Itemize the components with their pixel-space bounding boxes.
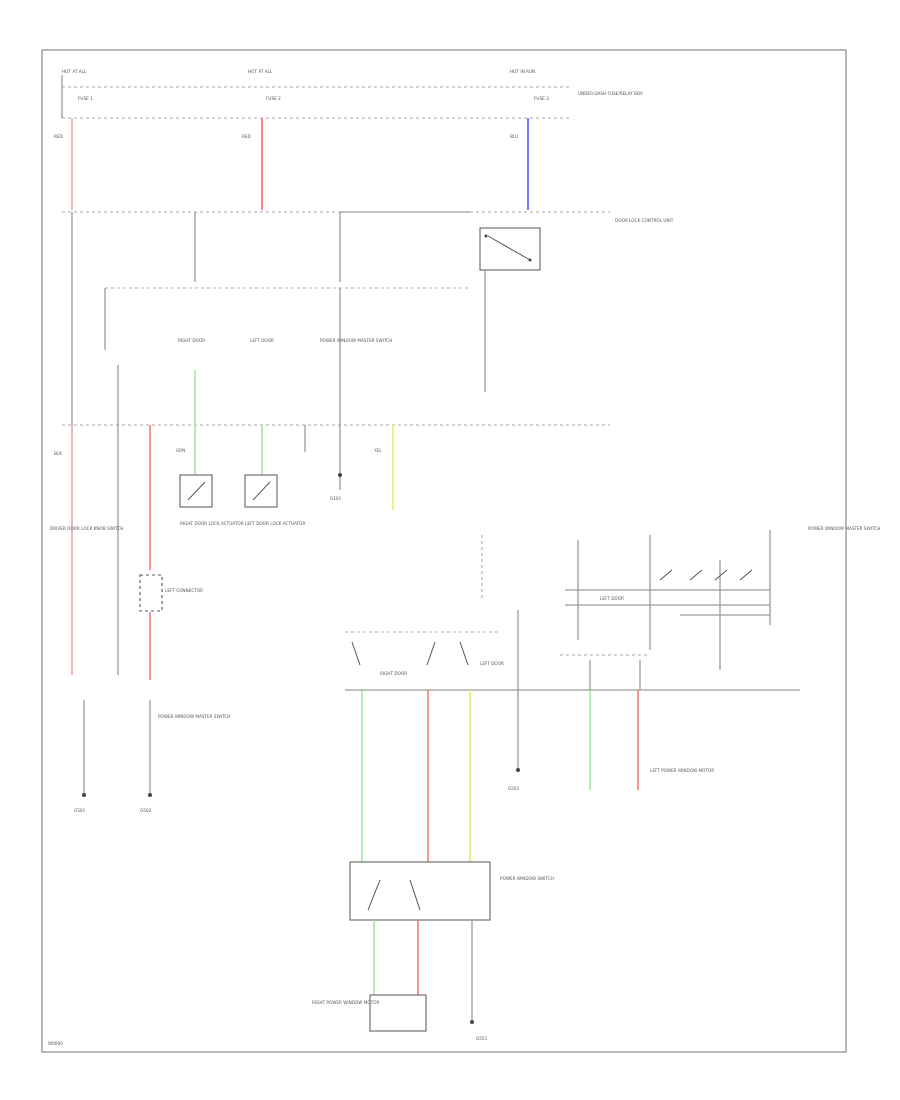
label-fuse-box-note: UNDER-DASH FUSE/RELAY BOX xyxy=(578,91,643,96)
label-g502: G502 xyxy=(140,808,152,813)
label-hot2: HOT AT ALL xyxy=(248,69,273,74)
control-module: RIGHT DOOR LEFT DOOR POWER WINDOW MASTER… xyxy=(62,287,610,426)
power-window-switch-bottom: POWER WINDOW SWITCH xyxy=(349,861,554,921)
wire-label-2: RED xyxy=(242,134,251,139)
control-unit-bus: DOOR LOCK CONTROL UNIT xyxy=(62,211,674,425)
ground-g101: G101 xyxy=(330,473,342,501)
feed-wires-top: RED RED BLU xyxy=(54,118,529,210)
diagram-frame xyxy=(41,49,847,1053)
label-master-switch-note: POWER WINDOW MASTER SWITCH xyxy=(158,714,230,719)
right-door-lock-actuator: RIGHT DOOR LOCK ACTUATOR xyxy=(179,474,244,526)
label-left-window: LEFT DOOR xyxy=(600,596,624,601)
switch-contacts: RIGHT DOOR LEFT DOOR xyxy=(345,610,519,690)
label-right-window-motor: RIGHT POWER WINDOW MOTOR xyxy=(312,1000,380,1005)
label-fuse-b: FUSE 2 xyxy=(266,96,281,101)
label-hot3: HOT IN RUN xyxy=(510,69,535,74)
left-door-lock-actuator: LEFT DOOR LOCK ACTUATOR xyxy=(244,474,305,526)
label-power-window-switch: POWER WINDOW SWITCH xyxy=(500,876,554,881)
label-right-lock: RIGHT DOOR LOCK ACTUATOR xyxy=(180,521,244,526)
label-left-actuator-header: LEFT DOOR xyxy=(250,338,274,343)
label-g101: G101 xyxy=(330,496,342,501)
label-fuse-a: FUSE 1 xyxy=(78,96,93,101)
wire-label-blk1: BLK xyxy=(54,451,62,456)
label-driver-door: DRIVER DOOR LOCK KNOB SWITCH xyxy=(50,526,123,531)
lower-feeds: G501 LEFT POWER WINDOW MOTOR xyxy=(361,690,714,862)
label-power-window-switch-right: POWER WINDOW MASTER SWITCH xyxy=(808,526,880,531)
left-connector: LEFT CONNECTOR DRIVER DOOR LOCK KNOB SWI… xyxy=(50,526,203,612)
wire-label-yel1: YEL xyxy=(373,448,382,453)
label-g501: G501 xyxy=(74,808,86,813)
wire-label-grn1: GRN xyxy=(176,448,185,453)
wire-label-1: RED xyxy=(54,134,63,139)
power-window-master-switch: LEFT DOOR POWER WINDOW MASTER SWITCH xyxy=(481,526,880,690)
label-right-actuator-header: RIGHT DOOR xyxy=(178,338,205,343)
label-left-window-motor: LEFT POWER WINDOW MOTOR xyxy=(650,768,714,773)
label-left-lock: LEFT DOOR LOCK ACTUATOR xyxy=(245,521,305,526)
fuse-box-top: HOT AT ALL HOT AT ALL HOT IN RUN UNDER-D… xyxy=(61,69,643,119)
label-control-unit: DOOR LOCK CONTROL UNIT xyxy=(615,218,674,223)
label-master-header: POWER WINDOW MASTER SWITCH xyxy=(320,338,392,343)
label-hot1: HOT AT ALL xyxy=(62,69,87,74)
lower-left-grounds: G501 G502 POWER WINDOW MASTER SWITCH xyxy=(74,700,230,813)
diagram-id: W0000 xyxy=(48,1041,63,1046)
label-left-sw: LEFT DOOR xyxy=(480,661,504,666)
label-left-connector: LEFT CONNECTOR xyxy=(165,588,203,593)
label-fuse-c: FUSE 3 xyxy=(534,96,549,101)
label-right-sw: RIGHT DOOR xyxy=(380,671,407,676)
label-ground-mid: G501 xyxy=(508,786,520,791)
right-window-motor: RIGHT POWER WINDOW MOTOR G551 xyxy=(312,920,488,1041)
module-output-wires: BLK GRN YEL xyxy=(54,370,394,680)
wire-label-3: BLU xyxy=(510,134,518,139)
label-ground-bottom: G551 xyxy=(476,1036,488,1041)
